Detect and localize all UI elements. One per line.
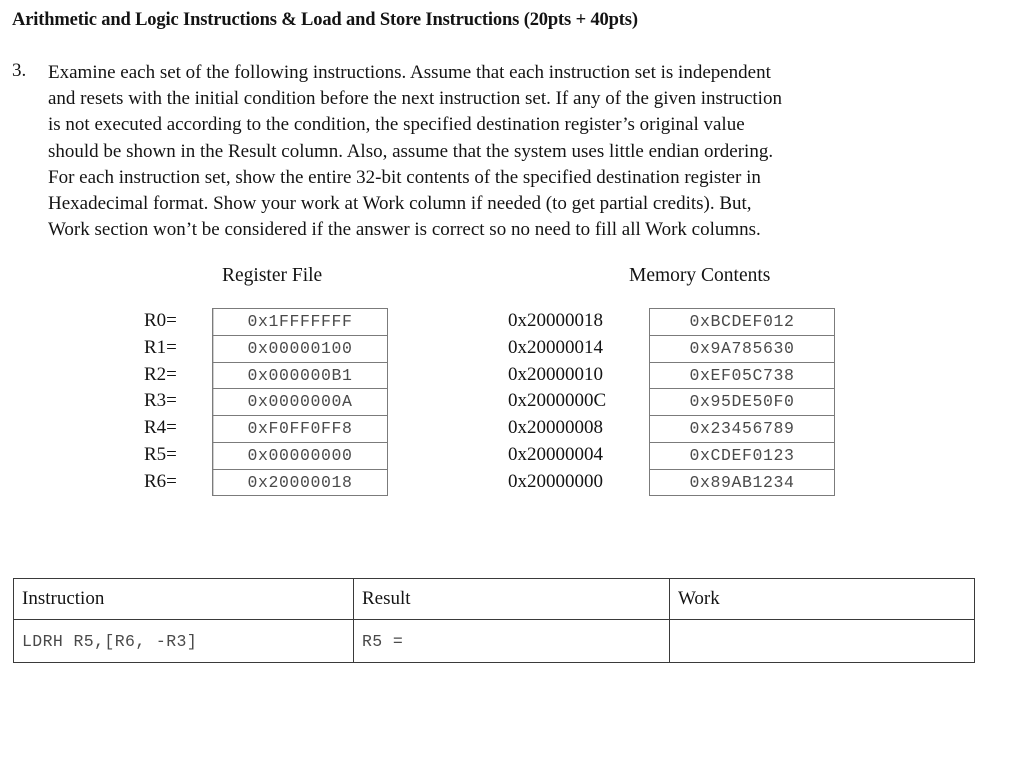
register-value: 0x20000018	[212, 468, 388, 496]
register-name: R0=	[144, 310, 177, 331]
memory-value: 0x89AB1234	[649, 468, 835, 496]
question-line: Work section won’t be considered if the …	[48, 219, 761, 241]
question-text: Examine each set of the following instru…	[48, 60, 932, 243]
register-value: 0x00000000	[212, 441, 388, 469]
memory-contents-table: 0x20000018 0xBCDEF012 0x20000014 0x9A785…	[508, 308, 835, 496]
instruction-cell: LDRH R5,[R6, -R3]	[13, 619, 354, 663]
register-value: 0x1FFFFFFF	[212, 308, 388, 335]
table-row: LDRH R5,[R6, -R3] R5 =	[13, 619, 975, 663]
memory-row: 0x20000014 0x9A785630	[508, 334, 835, 362]
memory-row: 0x20000008 0x23456789	[508, 415, 835, 442]
memory-row: 0x2000000C 0x95DE50F0	[508, 388, 835, 416]
register-row: R5= 0x00000000	[144, 441, 388, 469]
memory-address: 0x20000010	[508, 363, 603, 385]
register-row: R4= 0xF0FF0FF8	[144, 415, 388, 442]
register-name: R3=	[144, 390, 177, 412]
register-name: R5=	[144, 443, 177, 465]
question-line: and resets with the initial condition be…	[48, 88, 782, 110]
memory-address: 0x20000000	[508, 470, 603, 492]
memory-row: 0x20000010 0xEF05C738	[508, 361, 835, 389]
register-value: 0xF0FF0FF8	[212, 415, 388, 442]
register-row: R1= 0x00000100	[144, 334, 388, 362]
memory-row: 0x20000004 0xCDEF0123	[508, 441, 835, 469]
work-cell[interactable]	[669, 619, 975, 663]
register-name: R4=	[144, 417, 177, 439]
register-file-heading: Register File	[222, 265, 323, 286]
question-line: Examine each set of the following instru…	[48, 62, 771, 83]
question-block: 3. Examine each set of the following ins…	[12, 60, 932, 243]
register-name: R1=	[144, 336, 177, 358]
register-file-table: R0= 0x1FFFFFFF R1= 0x00000100 R2= 0x0000…	[144, 308, 388, 496]
memory-address: 0x20000004	[508, 443, 603, 465]
register-name: R2=	[144, 363, 177, 385]
register-value: 0x0000000A	[212, 388, 388, 416]
table-header-row: Instruction Result Work	[13, 578, 975, 620]
memory-address: 0x20000014	[508, 336, 603, 358]
column-header-result: Result	[353, 578, 670, 620]
register-row: R0= 0x1FFFFFFF	[144, 308, 388, 335]
memory-value: 0xBCDEF012	[649, 308, 835, 335]
question-line: Hexadecimal format. Show your work at Wo…	[48, 193, 752, 215]
memory-address: 0x20000008	[508, 417, 603, 439]
register-row: R6= 0x20000018	[144, 468, 388, 496]
memory-row: 0x20000018 0xBCDEF012	[508, 308, 835, 335]
memory-value: 0xEF05C738	[649, 361, 835, 389]
register-row: R3= 0x0000000A	[144, 388, 388, 416]
memory-value: 0x95DE50F0	[649, 388, 835, 416]
memory-value: 0x9A785630	[649, 334, 835, 362]
page-title: Arithmetic and Logic Instructions & Load…	[12, 10, 638, 30]
question-line: is not executed according to the conditi…	[48, 114, 745, 136]
memory-contents-heading: Memory Contents	[629, 265, 771, 286]
column-header-work: Work	[669, 578, 975, 620]
register-name: R6=	[144, 470, 177, 492]
answer-table: Instruction Result Work LDRH R5,[R6, -R3…	[13, 578, 975, 663]
result-cell[interactable]: R5 =	[353, 619, 670, 663]
register-value: 0x00000100	[212, 334, 388, 362]
question-line: should be shown in the Result column. Al…	[48, 140, 774, 162]
question-line: For each instruction set, show the entir…	[48, 166, 761, 188]
memory-address: 0x2000000C	[508, 390, 607, 412]
register-value: 0x000000B1	[212, 361, 388, 389]
memory-value: 0x23456789	[649, 415, 835, 442]
memory-row: 0x20000000 0x89AB1234	[508, 468, 835, 496]
memory-value: 0xCDEF0123	[649, 441, 835, 469]
question-number: 3.	[12, 60, 27, 81]
memory-address: 0x20000018	[508, 310, 603, 331]
column-header-instruction: Instruction	[13, 578, 354, 620]
register-row: R2= 0x000000B1	[144, 361, 388, 389]
